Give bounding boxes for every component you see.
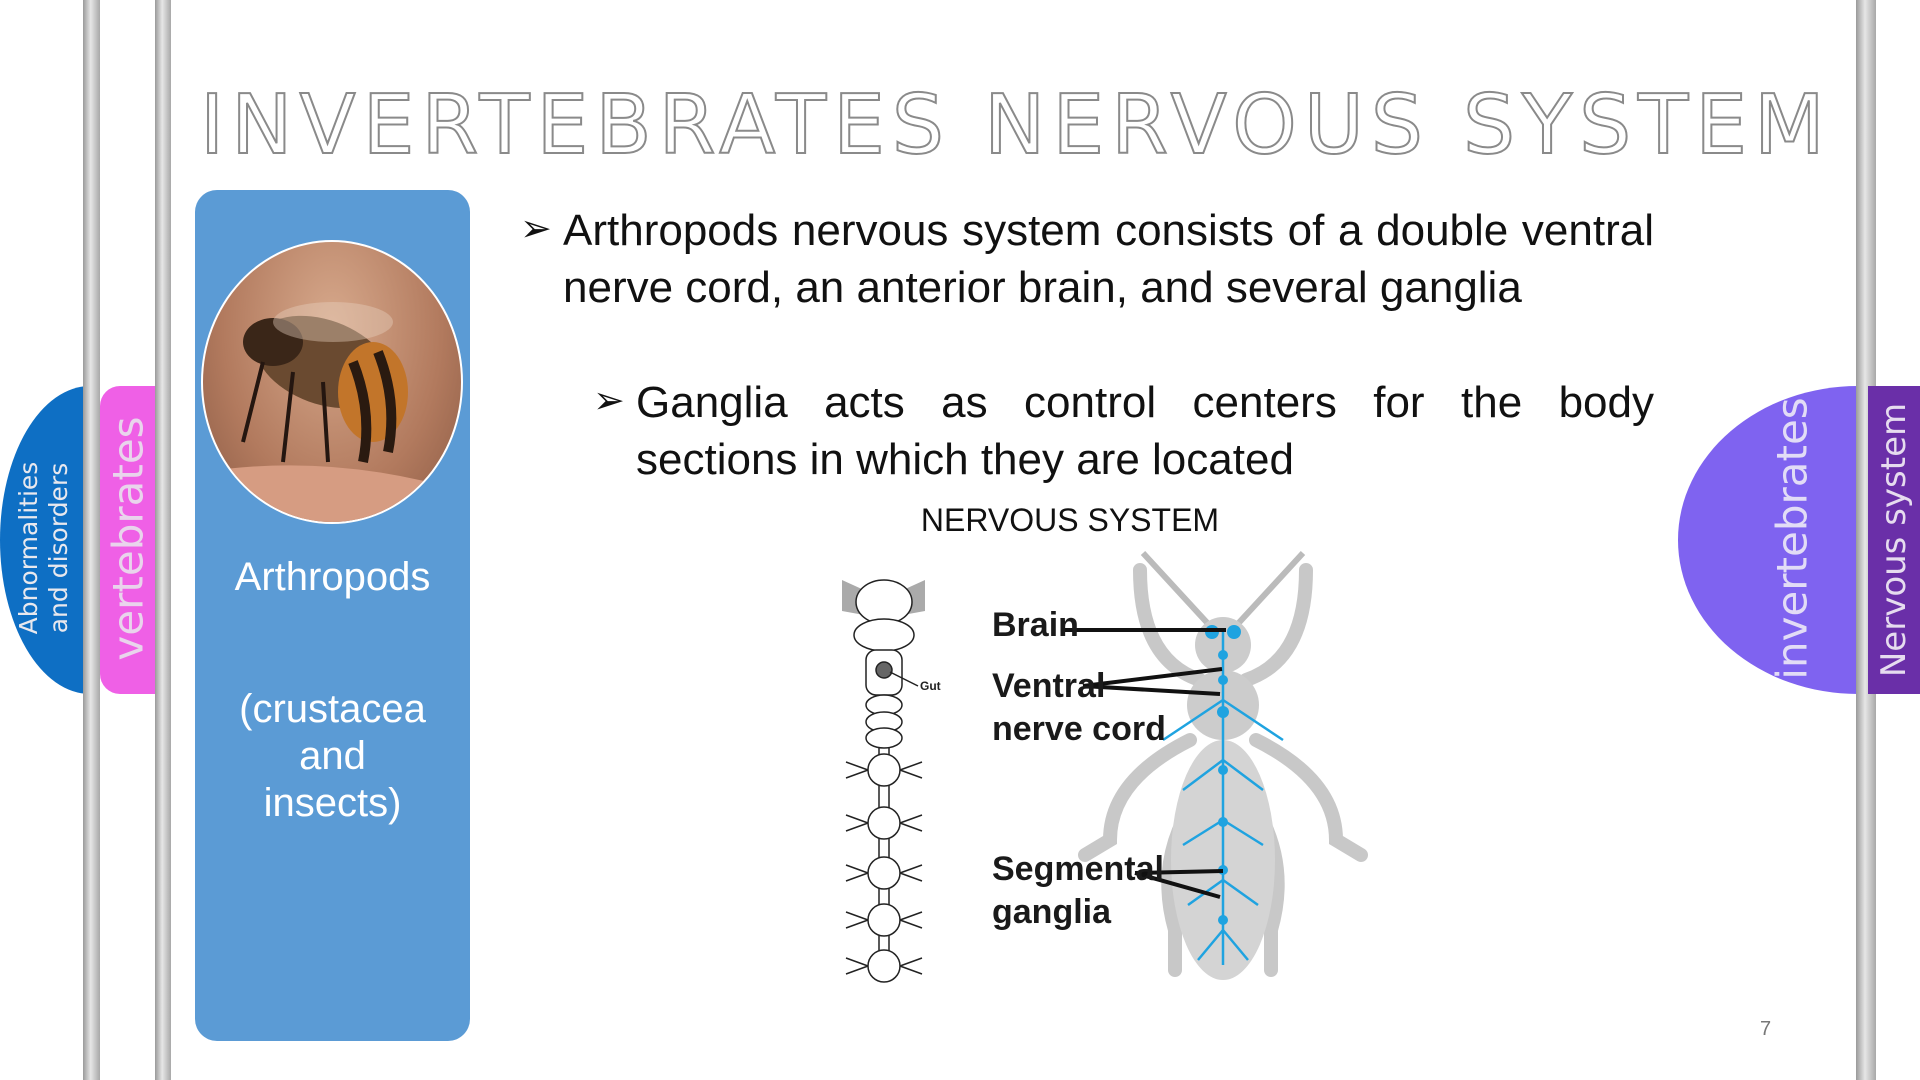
bullet-2: Ganglia acts as control centers for the … xyxy=(636,378,1654,484)
ganglion xyxy=(867,949,901,983)
bee-photo xyxy=(201,240,463,524)
ganglion xyxy=(867,806,901,840)
tab-nervous-system-label: Nervous system xyxy=(1874,402,1914,678)
label-ventral: Ventral xyxy=(992,667,1106,705)
nerve-branch xyxy=(845,911,923,929)
tab-vertebrates[interactable]: vertebrates xyxy=(100,386,156,694)
label-ganglia: ganglia xyxy=(992,893,1112,931)
left-divider-bar xyxy=(83,0,100,1080)
tab-abnormalities[interactable]: Abnormalities and disorders xyxy=(0,386,90,694)
insect-diagram xyxy=(1078,550,1368,980)
slide-title: INVERTEBRATES NERVOUS SYSTEM xyxy=(199,77,1832,174)
ganglion xyxy=(867,753,901,787)
left-divider-bar-2 xyxy=(155,0,171,1080)
page-number: 7 xyxy=(1760,1018,1772,1040)
figure-caption: NERVOUS SYSTEM xyxy=(920,502,1220,538)
nerve-cord-diagram xyxy=(842,579,925,983)
tab-invertebrates[interactable]: invertebrates xyxy=(1678,386,1868,694)
bullet-1: Arthropods nervous system consists of a … xyxy=(563,206,1654,312)
ganglion xyxy=(867,856,901,890)
arrow-bullet-icon: ➢ xyxy=(520,208,552,250)
arrow-bullet-icon: ➢ xyxy=(593,380,625,422)
label-nerve-cord: nerve cord xyxy=(992,710,1166,748)
ganglion xyxy=(867,903,901,937)
panel-subtitle-1: (crustacea xyxy=(239,687,426,731)
label-brain: Brain xyxy=(992,606,1079,644)
arthropods-panel: Arthropods (crustacea and insects) xyxy=(195,190,470,1041)
tab-nervous-system[interactable]: Nervous system xyxy=(1868,386,1920,694)
panel-heading: Arthropods xyxy=(234,555,431,599)
tab-invertebrates-label: invertebrates xyxy=(1767,397,1817,680)
right-divider-bar xyxy=(1856,0,1876,1080)
nervous-system-figure: Gut xyxy=(842,550,1368,983)
nerve-branch xyxy=(845,814,923,832)
tab-abnormalities-label: Abnormalities and disorders xyxy=(14,461,73,635)
panel-subtitle-2: and xyxy=(299,734,366,778)
label-segmental: Segmental xyxy=(992,850,1164,888)
gut-label: Gut xyxy=(920,679,941,693)
panel-subtitle-3: insects) xyxy=(263,781,402,825)
nerve-branch xyxy=(845,761,923,779)
tab-vertebrates-label: vertebrates xyxy=(103,416,153,661)
leader-lines xyxy=(1062,628,1226,899)
nerve-branch xyxy=(845,957,923,975)
nerve-branch xyxy=(845,864,923,882)
